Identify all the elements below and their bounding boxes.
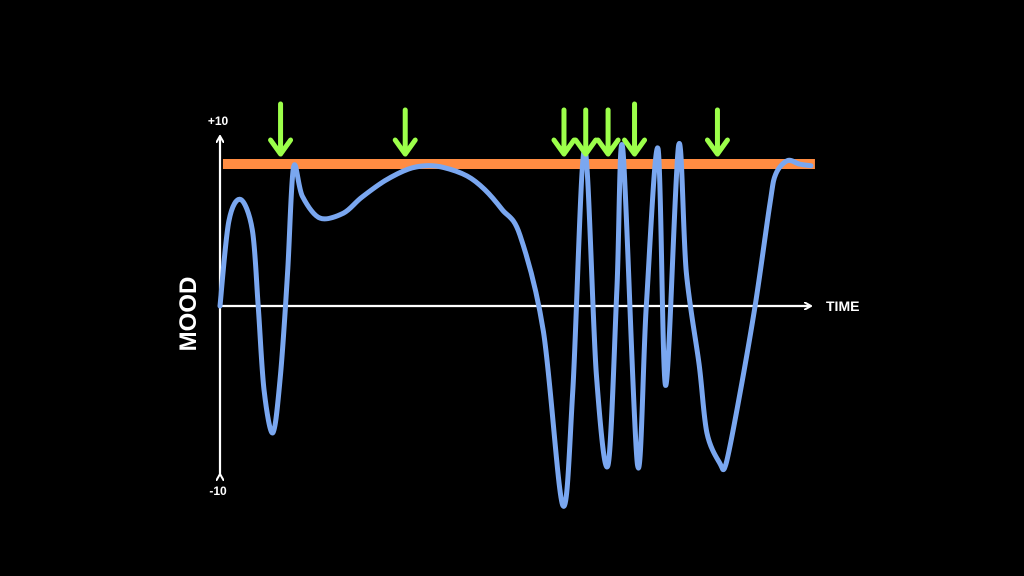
axes: +10 -10 TIME MOOD bbox=[175, 114, 859, 498]
y-tick-label-min: -10 bbox=[209, 484, 227, 498]
down-arrow-icon bbox=[704, 107, 730, 157]
x-axis-label: TIME bbox=[826, 298, 859, 314]
down-arrow-icon bbox=[573, 107, 599, 157]
down-arrow-icon bbox=[551, 107, 577, 157]
y-tick-label-max: +10 bbox=[208, 114, 229, 128]
arrow-markers bbox=[268, 101, 730, 157]
down-arrow-icon bbox=[268, 101, 294, 157]
down-arrow-icon bbox=[595, 107, 621, 157]
y-axis-label: MOOD bbox=[175, 277, 202, 352]
down-arrow-icon bbox=[622, 101, 648, 157]
down-arrow-icon bbox=[392, 107, 418, 157]
